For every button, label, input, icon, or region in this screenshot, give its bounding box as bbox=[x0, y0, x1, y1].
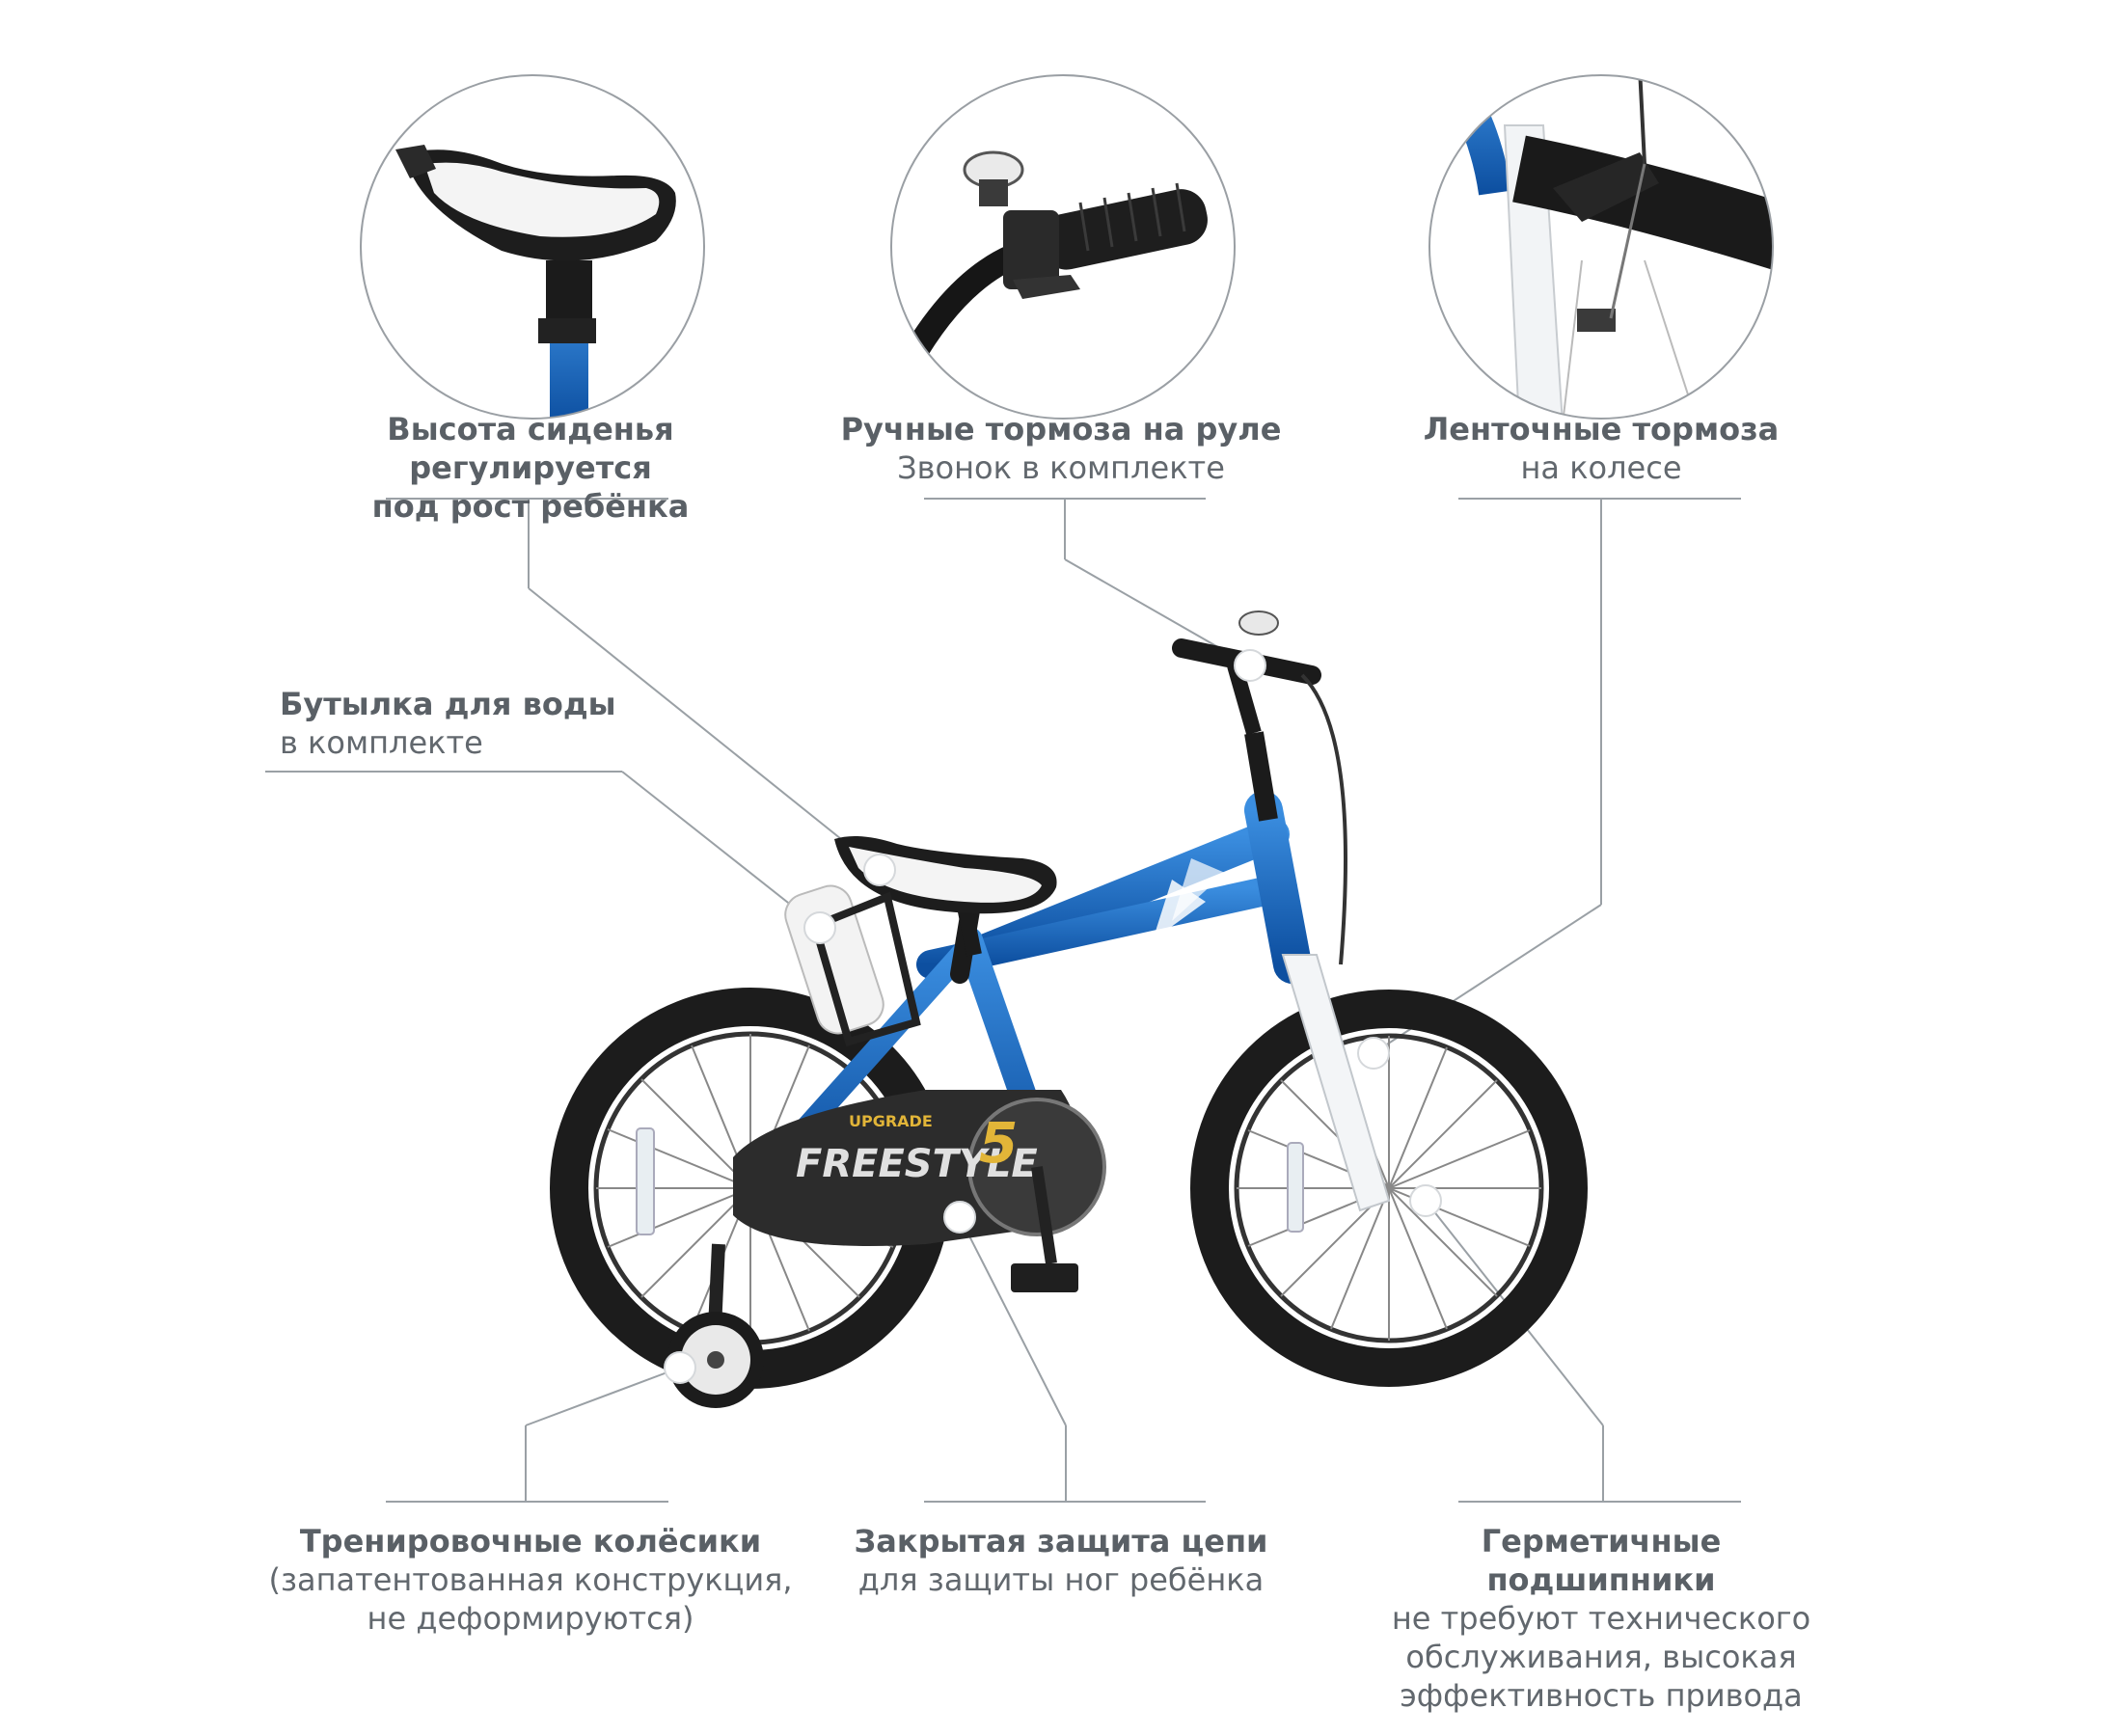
svg-text:5: 5 bbox=[979, 1110, 1018, 1176]
callout-bearings: Герметичные подшипники не требуют технич… bbox=[1370, 1522, 1833, 1715]
callout-bottle: Бутылка для воды в комплекте bbox=[280, 685, 685, 762]
callout-bottle-sub: в комплекте bbox=[280, 724, 483, 761]
training-wheel bbox=[667, 1243, 764, 1408]
callout-seat-title-line2: под рост ребёнка bbox=[371, 488, 690, 525]
callout-chain-title: Закрытая защита цепи bbox=[854, 1523, 1268, 1560]
front-wheel bbox=[1190, 990, 1588, 1387]
callout-bearings-sub3: эффективность привода bbox=[1400, 1677, 1803, 1714]
callout-seat: Высота сиденья регулируется под рост реб… bbox=[270, 410, 791, 526]
callout-bearings-sub1: не требуют технического bbox=[1391, 1600, 1811, 1637]
callout-bottle-title: Бутылка для воды bbox=[280, 686, 616, 722]
callout-band-brakes: Ленточные тормоза на колесе bbox=[1389, 410, 1813, 487]
callout-band-brakes-title: Ленточные тормоза bbox=[1423, 411, 1780, 448]
callout-training-sub2: не деформируются) bbox=[367, 1600, 694, 1637]
chain-guard: FREESTYLE 5 UPGRADE bbox=[733, 1090, 1106, 1246]
callout-chain-sub: для защиты ног ребёнка bbox=[857, 1561, 1265, 1598]
seat-detail-circle bbox=[360, 74, 705, 420]
callout-training-title: Тренировочные колёсики bbox=[299, 1523, 762, 1560]
bicycle-image: FREESTYLE 5 UPGRADE bbox=[550, 610, 1588, 1408]
callout-bearings-sub2: обслуживания, высокая bbox=[1405, 1639, 1797, 1675]
leader-lines bbox=[265, 498, 1741, 1503]
callout-training-sub1: (запатентованная конструкция, bbox=[268, 1561, 793, 1598]
svg-text:FREESTYLE: FREESTYLE bbox=[796, 1142, 1038, 1186]
callout-chain-guard: Закрытая защита цепи для защиты ног ребё… bbox=[830, 1522, 1292, 1599]
callout-hand-brakes-title: Ручные тормоза на руле bbox=[840, 411, 1282, 448]
callout-training-wheels: Тренировочные колёсики (запатентованная … bbox=[260, 1522, 801, 1638]
callout-hand-brakes: Ручные тормоза на руле Звонок в комплект… bbox=[830, 410, 1292, 487]
front-fork bbox=[1281, 954, 1391, 1212]
pedal bbox=[1011, 1166, 1078, 1292]
callout-hand-brakes-sub: Звонок в комплекте bbox=[897, 449, 1225, 486]
handlebar-detail-circle bbox=[890, 74, 1236, 420]
callout-seat-title: Высота сиденья регулируется bbox=[387, 411, 674, 486]
callout-band-brakes-sub: на колесе bbox=[1520, 449, 1682, 486]
feature-markers bbox=[664, 649, 1442, 1384]
callout-bearings-title: Герметичные подшипники bbox=[1481, 1523, 1722, 1598]
svg-text:UPGRADE: UPGRADE bbox=[849, 1112, 933, 1130]
band-brake-detail-circle bbox=[1428, 74, 1774, 420]
